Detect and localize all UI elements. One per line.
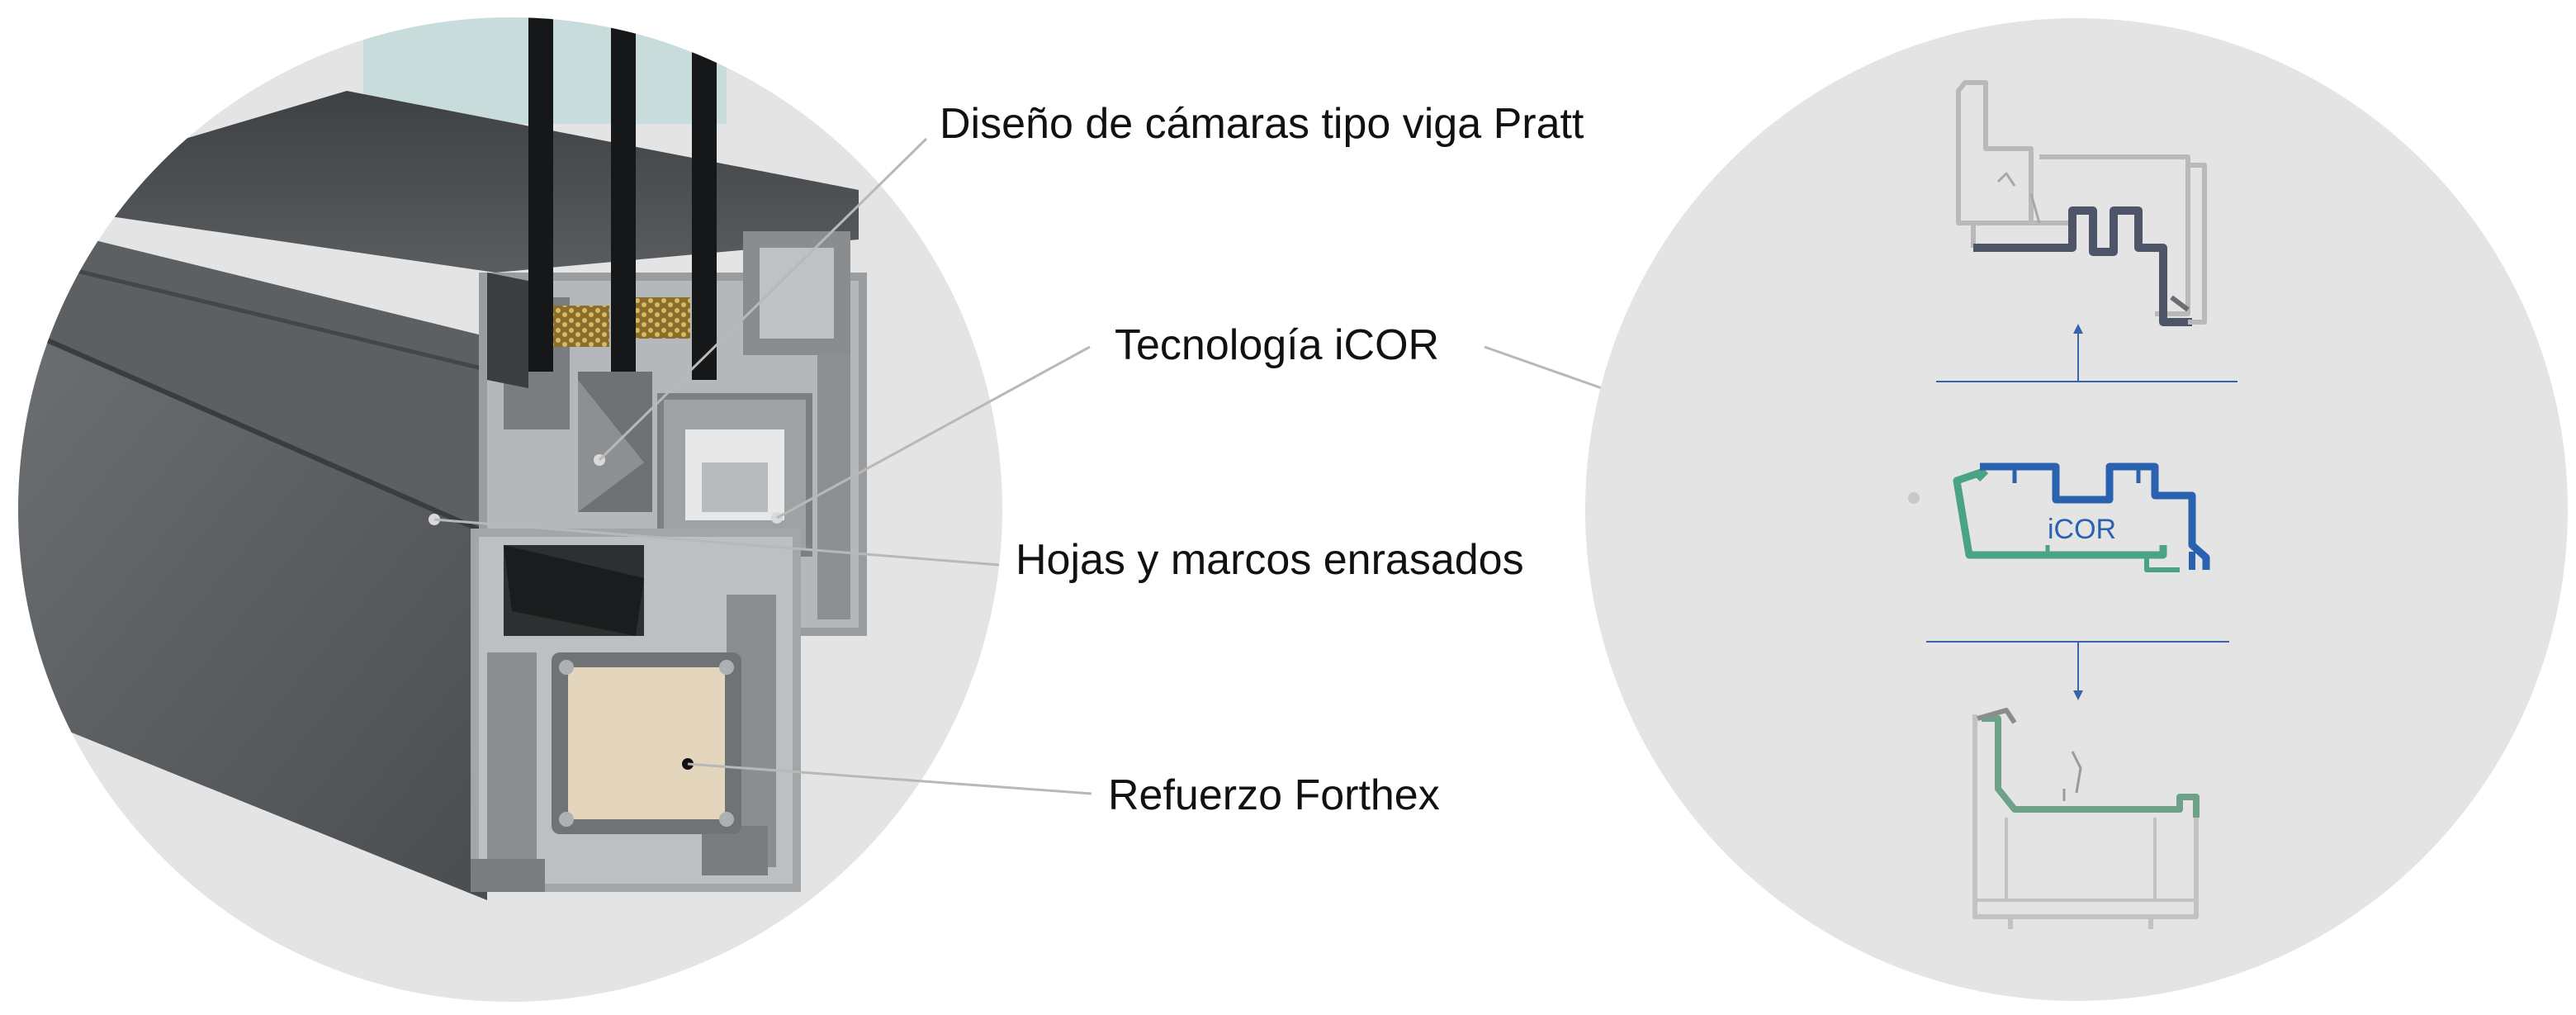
arrow-down bbox=[1926, 641, 2229, 700]
gasket bbox=[504, 545, 644, 636]
callout-forthex: Refuerzo Forthex bbox=[1108, 771, 1440, 819]
face-groove bbox=[23, 328, 497, 539]
glazing-bead bbox=[487, 273, 528, 388]
section-diagram: iCOR bbox=[1585, 18, 2568, 1001]
top-sash-profile bbox=[1956, 80, 2207, 326]
bottom-profile-core bbox=[1982, 715, 2200, 818]
callout-labels: Diseño de cámaras tipo viga Pratt Tecnol… bbox=[940, 100, 1584, 819]
pratt-leader bbox=[598, 137, 928, 462]
top-profile-core bbox=[1973, 206, 2192, 326]
profile-render bbox=[18, 17, 1002, 1002]
bottom-frame-profile bbox=[1972, 708, 2200, 929]
frame-front-face bbox=[18, 330, 487, 900]
right-circle-bg bbox=[1585, 18, 2568, 1001]
icor-right-dot bbox=[1908, 492, 1920, 504]
callout-icor: Tecnología iCOR bbox=[1115, 321, 1439, 369]
arrow-up bbox=[1936, 324, 2237, 382]
flush-leader bbox=[433, 518, 1000, 567]
sash-front-face bbox=[18, 223, 495, 537]
callout-flush: Hojas y marcos enrasados bbox=[1016, 536, 1524, 584]
icor-core-label: iCOR bbox=[2048, 514, 2116, 545]
callout-pratt: Diseño de cámaras tipo viga Pratt bbox=[940, 100, 1584, 148]
icor-leader bbox=[776, 345, 1091, 519]
face-groove-top bbox=[49, 262, 496, 374]
icor-core-profile: iCOR bbox=[1953, 462, 2210, 572]
sash-top-surface bbox=[99, 91, 859, 273]
icor-green-path bbox=[1953, 467, 2167, 559]
triple-glazing bbox=[528, 17, 717, 380]
icor-blue-path bbox=[1980, 462, 2210, 570]
forthex-leader bbox=[687, 762, 1092, 795]
